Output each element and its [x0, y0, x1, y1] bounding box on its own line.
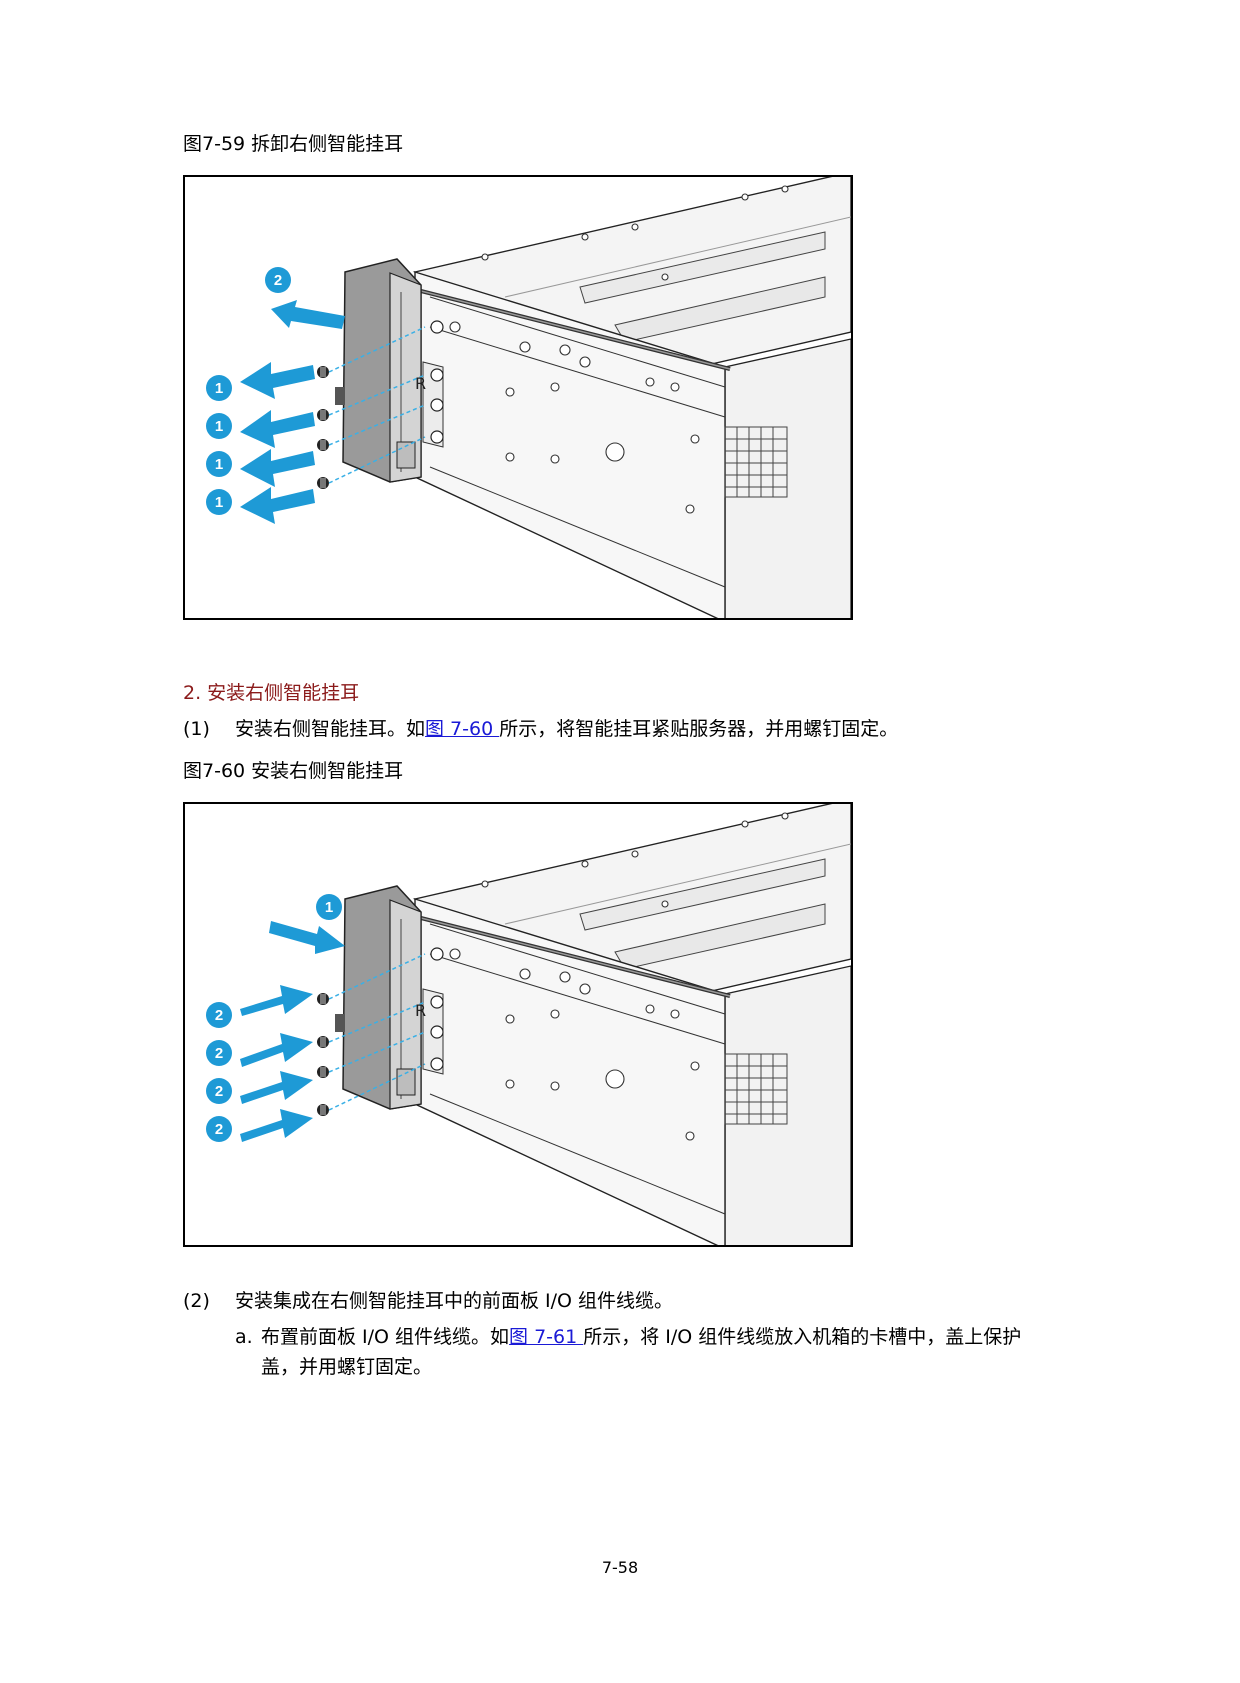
ear-letter-r: R — [415, 1001, 426, 1020]
callout-badge: 2 — [206, 1040, 232, 1066]
figure-60-install-ear: 1 2 2 2 2 R — [183, 802, 853, 1247]
callout-label: 2 — [215, 1007, 223, 1024]
callout-badges: 1 2 2 2 2 — [206, 894, 342, 1142]
callout-label: 2 — [215, 1121, 223, 1138]
screws — [317, 993, 329, 1116]
step-letter: a. — [235, 1326, 253, 1348]
step-text-cont: 所示，将智能挂耳紧贴服务器，并用螺钉固定。 — [499, 718, 899, 740]
guide-lines — [328, 326, 426, 484]
page-number: 7-58 — [601, 1558, 639, 1577]
step-text: 安装集成在右侧智能挂耳中的前面板 I/O 组件线缆。 — [235, 1290, 674, 1312]
step-a: a. 布置前面板 I/O 组件线缆。如图 7-61 所示，将 I/O 组件线缆放入… — [235, 1322, 1135, 1382]
callout-badges: 2 1 1 1 1 — [206, 267, 291, 515]
callout-label: 1 — [325, 899, 333, 916]
callout-badge: 1 — [206, 451, 232, 477]
step-text-end: 盖，并用螺钉固定。 — [261, 1356, 433, 1378]
figure-60-caption: 图7-60 安装右侧智能挂耳 — [183, 760, 404, 782]
callout-label: 1 — [215, 456, 223, 473]
callout-badge: 2 — [206, 1116, 232, 1142]
ear-letter-r: R — [415, 374, 426, 393]
callout-badge: 2 — [265, 267, 291, 293]
callout-label: 1 — [215, 418, 223, 435]
direction-arrows — [240, 300, 345, 524]
callout-label: 1 — [215, 380, 223, 397]
guide-lines — [328, 953, 426, 1111]
callout-badge: 1 — [206, 413, 232, 439]
step-1: (1) 安装右侧智能挂耳。如图 7-60 所示，将智能挂耳紧贴服务器，并用螺钉固定… — [183, 714, 898, 744]
callout-label: 2 — [274, 272, 282, 289]
direction-arrows — [240, 921, 345, 1142]
figure-60-illustration: 1 2 2 2 2 R — [206, 804, 851, 1245]
section-heading: 2. 安装右侧智能挂耳 — [183, 682, 360, 704]
figure-59-illustration: 2 1 1 1 1 R — [206, 177, 851, 618]
callout-label: 2 — [215, 1083, 223, 1100]
figure-59-caption: 图7-59 拆卸右侧智能挂耳 — [183, 133, 404, 155]
step-text: 安装右侧智能挂耳。如 — [235, 718, 426, 740]
callout-badge: 1 — [206, 489, 232, 515]
callout-badge: 1 — [206, 375, 232, 401]
step-text-cont: 所示，将 I/O 组件线缆放入机箱的卡槽中，盖上保护 — [583, 1326, 1022, 1348]
step-2: (2) 安装集成在右侧智能挂耳中的前面板 I/O 组件线缆。 — [183, 1286, 673, 1316]
step-text: 布置前面板 I/O 组件线缆。如 — [261, 1326, 510, 1348]
callout-badge: 1 — [316, 894, 342, 920]
step-number: (1) — [183, 718, 210, 740]
callout-label: 2 — [215, 1045, 223, 1062]
figure-61-link[interactable]: 图 7-61 — [509, 1326, 584, 1348]
callout-badge: 2 — [206, 1002, 232, 1028]
screws — [317, 366, 329, 489]
callout-label: 1 — [215, 494, 223, 511]
figure-59-remove-ear: 2 1 1 1 1 R — [183, 175, 853, 620]
figure-60-link[interactable]: 图 7-60 — [425, 718, 500, 740]
callout-badge: 2 — [206, 1078, 232, 1104]
step-number: (2) — [183, 1290, 210, 1312]
